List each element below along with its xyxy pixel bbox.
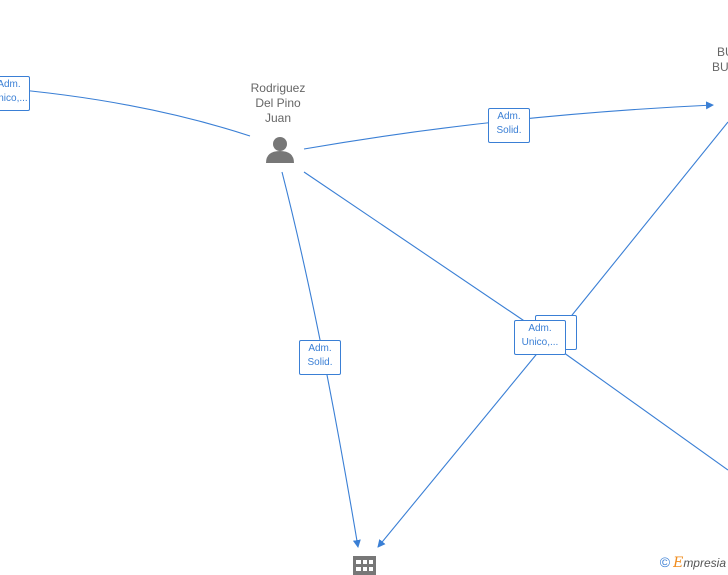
copyright-icon: © — [659, 554, 671, 570]
edge-label-down-line-2: Solid. — [307, 357, 333, 368]
person-name-line-3: Juan — [264, 111, 292, 125]
edge-label-top-right[interactable]: Adm. Solid. — [488, 108, 530, 143]
edge-line-center-to-right — [559, 349, 728, 471]
edge-label-center-front-line-1: Adm. — [528, 323, 552, 334]
edge-line-to-center — [303, 171, 546, 336]
edge-line-left — [0, 87, 251, 137]
edge-label-top-right-line-1: Adm. — [497, 111, 521, 122]
edge-line-center-to-bottom — [377, 349, 541, 548]
edge-line-topright-to-center — [559, 121, 728, 331]
empresia-logo: ©Empresia — [660, 554, 726, 571]
edge-label-center-front-line-2: Unico,... — [521, 337, 559, 348]
company-top-right-label[interactable]: BU BU — [710, 45, 728, 75]
person-name-line-2: Del Pino — [255, 96, 301, 110]
edge-label-top-right-line-2: Solid. — [496, 125, 522, 136]
brand-name: mpresia — [683, 556, 726, 570]
person-icon[interactable] — [266, 137, 294, 163]
edge-label-left-line-1: Adm. — [0, 79, 21, 90]
edge-label-center-front[interactable]: Adm. Unico,... — [514, 320, 566, 355]
edge-label-down[interactable]: Adm. Solid. — [299, 340, 341, 375]
edge-label-left-line-2: Unico,... — [0, 93, 28, 104]
person-name-label[interactable]: Rodriguez Del Pino Juan — [236, 81, 320, 126]
edge-line-down — [281, 171, 361, 548]
brand-initial: E — [673, 555, 684, 571]
person-name-line-1: Rodriguez — [250, 81, 306, 95]
edge-label-down-line-1: Adm. — [308, 343, 332, 354]
company-top-right-line-1: BU — [717, 45, 728, 59]
company-top-right-line-2: BU — [712, 60, 728, 74]
edge-label-left[interactable]: Adm. Unico,... — [0, 76, 30, 111]
building-icon[interactable] — [353, 556, 376, 575]
